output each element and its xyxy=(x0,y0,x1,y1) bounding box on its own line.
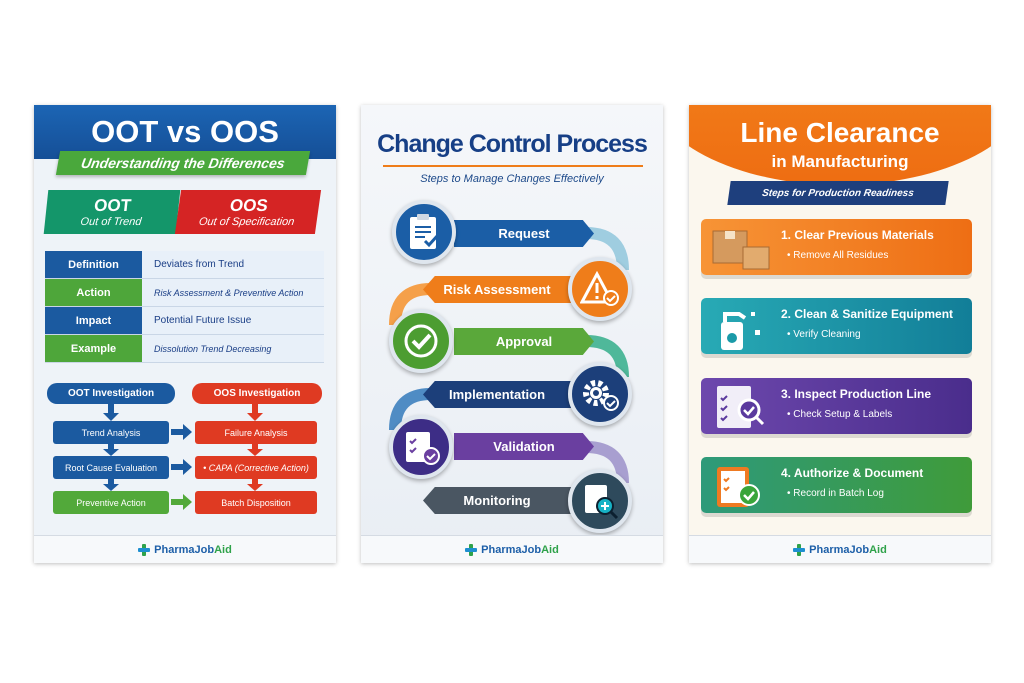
oos-flow-step: • CAPA (Corrective Action) xyxy=(195,456,317,479)
brand-name-aid: Aid xyxy=(541,543,559,556)
brand-name: PharmaJob xyxy=(481,543,542,556)
magnifier-document-icon xyxy=(568,469,632,533)
row-value: Deviates from Trend xyxy=(142,251,324,278)
clipboard-approved-icon xyxy=(717,467,760,507)
brand-name: PharmaJob xyxy=(809,543,870,556)
gear-icon xyxy=(568,362,632,426)
brand-name: PharmaJob xyxy=(154,543,215,556)
title-divider xyxy=(383,165,643,167)
oot-flow-step: Preventive Action xyxy=(53,491,169,514)
poster-title-line2: in Manufacturing xyxy=(771,152,909,171)
step-request: Request xyxy=(454,220,594,247)
brand-name-aid: Aid xyxy=(214,543,232,556)
poster-title: Change Control Process xyxy=(377,129,648,158)
oot-vs-oos-poster: OOT vs OOS Understanding the Differences… xyxy=(34,105,336,563)
step-risk-assessment: Risk Assessment xyxy=(423,276,571,303)
oos-flow-step: OOS Investigation xyxy=(192,383,322,404)
oos-flow-step: Failure Analysis xyxy=(195,421,317,444)
step-title: 2. Clean & Sanitize Equipment xyxy=(781,307,954,321)
row-label: Example xyxy=(45,335,142,362)
poster-subtitle: Steps for Production Readiness xyxy=(727,181,949,205)
checklist-icon xyxy=(389,415,453,479)
check-circle-icon xyxy=(389,309,453,373)
brand-name-aid: Aid xyxy=(869,543,887,556)
step-detail: • Verify Cleaning xyxy=(787,329,861,340)
oot-flow-step: Root Cause Evaluation xyxy=(53,456,169,479)
row-value: Risk Assessment & Preventive Action xyxy=(142,279,324,306)
brand-logo: PharmaJobAid xyxy=(361,535,663,563)
line-clearance-poster: Line Clearance in Manufacturing Steps fo… xyxy=(689,105,991,563)
cross-logo-icon xyxy=(465,543,478,556)
boxes-icon xyxy=(712,230,770,270)
step-detail: • Remove All Residues xyxy=(787,250,889,261)
oot-flow-step: Trend Analysis xyxy=(53,421,169,444)
oot-flow-step: OOT Investigation xyxy=(47,383,175,404)
step-title: 1. Clear Previous Materials xyxy=(781,228,934,242)
poster-title: OOT vs OOS xyxy=(34,105,336,159)
row-label: Action xyxy=(45,279,142,306)
flow-arrows xyxy=(103,404,263,510)
step-approval: Approval xyxy=(454,328,594,355)
row-value: Potential Future Issue xyxy=(142,307,324,334)
step-title: 4. Authorize & Document xyxy=(781,466,924,480)
row-label: Impact xyxy=(45,307,142,334)
step-monitoring: Monitoring xyxy=(423,487,571,514)
brand-logo: PharmaJobAid xyxy=(689,535,991,563)
step-card: 3. Inspect Production Line • Check Setup … xyxy=(701,378,972,434)
inspect-checklist-icon xyxy=(717,386,765,428)
warning-icon xyxy=(568,257,632,321)
cross-logo-icon xyxy=(138,543,151,556)
step-validation: Validation xyxy=(454,433,594,460)
poster-title: Line Clearance xyxy=(740,117,940,148)
step-card: 1. Clear Previous Materials • Remove All … xyxy=(701,219,972,275)
step-card: 2. Clean & Sanitize Equipment • Verify Cl… xyxy=(701,298,972,354)
change-control-poster: Change Control Process Steps to Manage C… xyxy=(361,105,663,563)
clipboard-check-icon xyxy=(392,200,456,264)
step-detail: • Check Setup & Labels xyxy=(787,409,893,420)
spray-bottle-icon xyxy=(721,312,760,350)
poster-subtitle: Steps to Manage Changes Effectively xyxy=(420,173,604,185)
row-label: Definition xyxy=(45,251,142,278)
step-detail: • Record in Batch Log xyxy=(787,488,884,499)
brand-logo: PharmaJobAid xyxy=(34,535,336,563)
step-implementation: Implementation xyxy=(423,381,571,408)
oos-flow-step: Batch Disposition xyxy=(195,491,317,514)
row-value: Dissolution Trend Decreasing xyxy=(142,335,324,362)
step-title: 3. Inspect Production Line xyxy=(781,387,932,401)
step-card: 4. Authorize & Document • Record in Batch… xyxy=(701,457,972,513)
cross-logo-icon xyxy=(793,543,806,556)
